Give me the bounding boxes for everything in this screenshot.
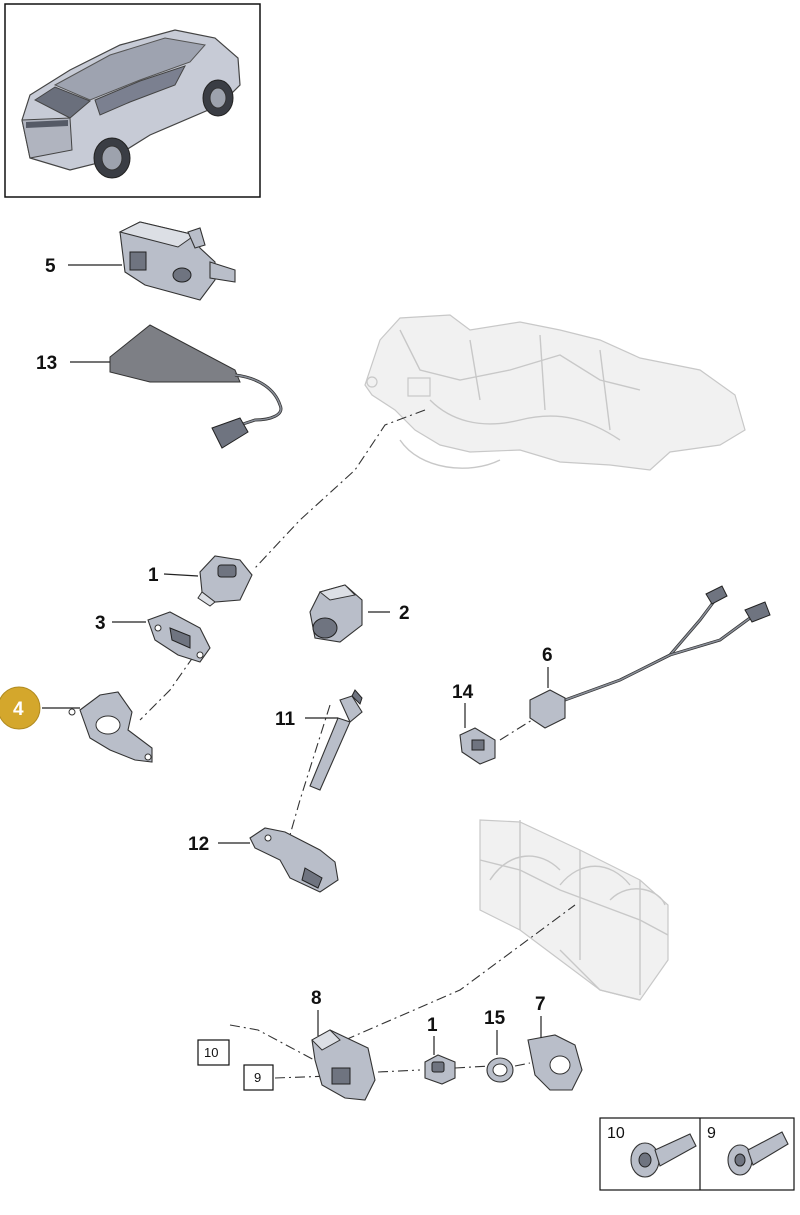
part-6-cable-harness[interactable] <box>529 585 771 729</box>
callout-12[interactable]: 12 <box>188 834 209 855</box>
part-3-holder[interactable] <box>147 611 211 663</box>
callout-4[interactable]: 4 <box>13 699 24 720</box>
boxed-ref-10-label: 10 <box>204 1045 218 1060</box>
part-12-mount[interactable] <box>249 827 339 893</box>
legend-label-10: 10 <box>607 1125 625 1142</box>
boxed-ref-9-label: 9 <box>254 1070 261 1085</box>
leader-lines <box>42 264 549 1055</box>
callout-5[interactable]: 5 <box>45 256 56 277</box>
part-1b-socket[interactable] <box>424 1054 456 1085</box>
callout-1b[interactable]: 1 <box>427 1015 438 1036</box>
callout-7[interactable]: 7 <box>535 994 546 1015</box>
callout-15[interactable]: 15 <box>484 1008 506 1029</box>
bolt-10-icon[interactable] <box>630 1133 697 1178</box>
part-13-antenna-foil[interactable] <box>109 324 283 449</box>
boxed-ref-9[interactable]: 9 <box>243 1064 274 1091</box>
callout-3[interactable]: 3 <box>95 613 106 634</box>
part-5-control-module[interactable] <box>118 221 236 301</box>
assembly-lines <box>139 409 576 1079</box>
part-2-camera[interactable] <box>309 584 363 643</box>
fastener-legend: 10 9 <box>599 1117 795 1191</box>
callout-2[interactable]: 2 <box>399 603 410 624</box>
part-7-cover[interactable] <box>527 1034 583 1091</box>
part-4-bracket[interactable] <box>68 691 153 763</box>
callout-labels: 5 13 1 3 2 6 14 11 12 8 1 15 7 <box>36 256 553 1036</box>
ghost-bumper-lower <box>479 819 669 1001</box>
part-14-small-bracket[interactable] <box>459 727 496 765</box>
part-1-socket[interactable] <box>197 555 253 607</box>
boxed-ref-10[interactable]: 10 <box>197 1039 230 1066</box>
bolt-9-icon[interactable] <box>727 1131 789 1176</box>
legend-label-9: 9 <box>707 1125 716 1142</box>
callout-1[interactable]: 1 <box>148 565 159 586</box>
callout-8[interactable]: 8 <box>311 988 322 1009</box>
callout-4-badge[interactable]: 4 <box>0 686 41 730</box>
ghost-housing-upper <box>364 314 746 471</box>
part-11-sensor-rod[interactable] <box>309 689 363 791</box>
vehicle-thumbnail <box>4 3 261 198</box>
callout-11[interactable]: 11 <box>275 709 296 730</box>
vehicle-image <box>21 29 241 179</box>
part-8-housing[interactable] <box>311 1029 376 1101</box>
callout-14[interactable]: 14 <box>452 682 474 703</box>
part-15-ring[interactable] <box>486 1057 514 1083</box>
callout-6[interactable]: 6 <box>542 645 553 666</box>
callout-13[interactable]: 13 <box>36 353 57 374</box>
